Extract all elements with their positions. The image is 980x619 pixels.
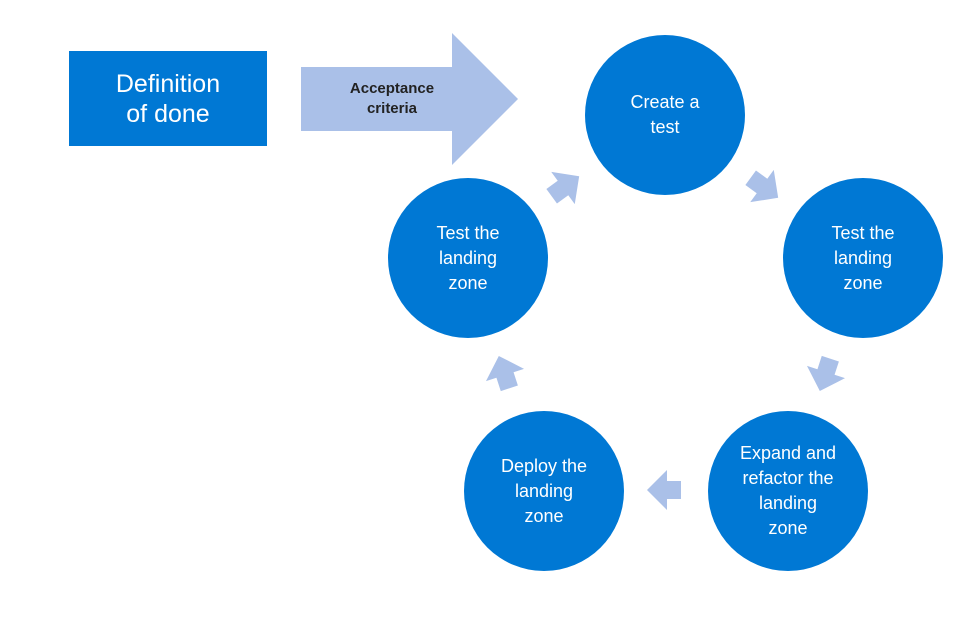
node-label-create-test: Create a test xyxy=(630,92,700,137)
node-label-expand-refactor: Expand and refactor the landing zone xyxy=(739,443,837,538)
node-expand-refactor xyxy=(708,411,868,571)
cycle-arrow-1 xyxy=(745,169,779,203)
cycle-arrow-2 xyxy=(806,355,846,392)
definition-of-done-label: Definition of done xyxy=(115,69,221,128)
node-label-test-landing-zone-left: Test the landing zone xyxy=(436,222,500,293)
node-label-test-landing-zone-right: Test the landing zone xyxy=(831,222,895,293)
node-label-deploy-landing-zone: Deploy the landing zone xyxy=(500,455,588,526)
definition-box xyxy=(69,51,267,146)
node-create-test xyxy=(585,35,745,195)
node-test-landing-zone-right xyxy=(783,178,943,338)
node-deploy-landing-zone xyxy=(464,411,624,571)
node-test-landing-zone-left xyxy=(388,178,548,338)
acceptance-arrow xyxy=(301,33,518,165)
cycle-arrow-3 xyxy=(647,470,681,510)
acceptance-criteria-label: Acceptance criteria xyxy=(349,80,435,117)
cycle-arrow-5 xyxy=(546,171,580,205)
cycle-arrow-4 xyxy=(485,355,525,392)
